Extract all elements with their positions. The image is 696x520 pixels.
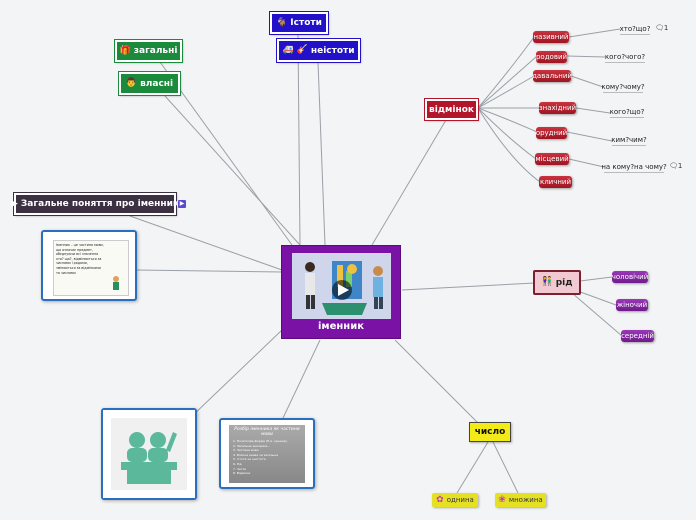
line-istoty [297,34,301,246]
node-vidminok[interactable]: відмінок [425,99,478,120]
video-play-icon: ▶ [10,198,18,209]
parse-card[interactable]: Розбір іменника як частини мови 1. Почат… [219,418,315,489]
central-topic-imennyk[interactable]: іменник [281,245,401,339]
flowers-icon: ❀ [498,494,506,505]
line-zagalni [159,61,293,246]
video-thumbnail[interactable] [292,253,391,319]
image-card-students[interactable] [101,408,197,500]
case-davalnyi[interactable]: давальний [532,70,572,82]
line-neistoty [317,61,326,246]
case-klychnyi[interactable]: кличний [539,176,572,188]
vehicle-icon: 🚑 [282,45,294,55]
gender-masculine[interactable]: чоловічий [611,271,649,283]
family-icon: 👫 [541,277,553,287]
node-istoty[interactable]: 🐐 Істоти [270,12,328,34]
note-icon[interactable]: 🗨1 [669,162,683,170]
central-topic-label: іменник [318,321,364,332]
number-singular[interactable]: ✿ однина [432,493,478,507]
question-nazyvnyi[interactable]: хто?що? [619,25,651,35]
definition-text: Іменник – це частина мови, що означає пр… [56,243,104,275]
parse-card-lines: 1. Початкова форма (Н.в. однина). 2. Заг… [233,439,288,476]
gender-neuter[interactable]: середній [621,330,654,342]
video-illustration-icon [292,253,391,319]
question-rodovyi[interactable]: кого?чого? [604,53,646,63]
flower-icon: ✿ [436,494,444,505]
question-znakhidnyi[interactable]: кого?що? [609,108,645,118]
video-link-icon[interactable]: ▶ [178,200,186,208]
line-zahalne [129,215,283,271]
guitar-icon: 🎸 [296,45,308,55]
gender-feminine[interactable]: жіночий [616,299,648,311]
node-neistoty[interactable]: 🚑 🎸 неістоти [277,39,360,62]
question-orudnyi[interactable]: ким?чим? [611,136,647,146]
case-nazyvnyi[interactable]: називний [533,31,569,43]
gift-icon: 🎁 [119,45,131,56]
line-vidminok [371,119,447,246]
case-mistsevyi[interactable]: місцевий [535,153,569,165]
parse-card-title: Розбір іменника як частини мови [234,427,300,437]
person-icon: 👨 [125,78,138,88]
case-rodovyi[interactable]: родовий [535,51,568,63]
node-chyslo[interactable]: число [469,422,511,442]
teacher-icon [113,276,119,290]
students-icon [103,410,195,498]
line-chyslo [394,339,481,426]
number-plural[interactable]: ❀ множина [495,493,546,507]
case-znakhidnyi[interactable]: знахідний [538,102,577,114]
node-zahalne-poniattia[interactable]: ▶ Загальне поняття про іменник [10,193,179,215]
case-orudnyi[interactable]: орудний [535,127,568,139]
node-vlasni[interactable]: 👨 власні [119,72,180,95]
node-rid[interactable]: 👫 рід [533,270,581,295]
line-parse-card [282,339,321,419]
note-icon[interactable]: 🗨1 [655,24,669,32]
definition-card[interactable]: Іменник – це частина мови, що означає пр… [41,230,137,301]
line-image [189,329,283,419]
line-definition [135,269,283,273]
node-zagalni[interactable]: 🎁 загальні [115,40,182,62]
question-mistsevyi[interactable]: на кому?на чому? [601,163,667,173]
question-davalnyi[interactable]: кому?чому? [601,83,645,93]
line-rid [401,282,536,291]
line-vlasni [164,95,301,246]
goat-icon: 🐐 [276,17,288,28]
